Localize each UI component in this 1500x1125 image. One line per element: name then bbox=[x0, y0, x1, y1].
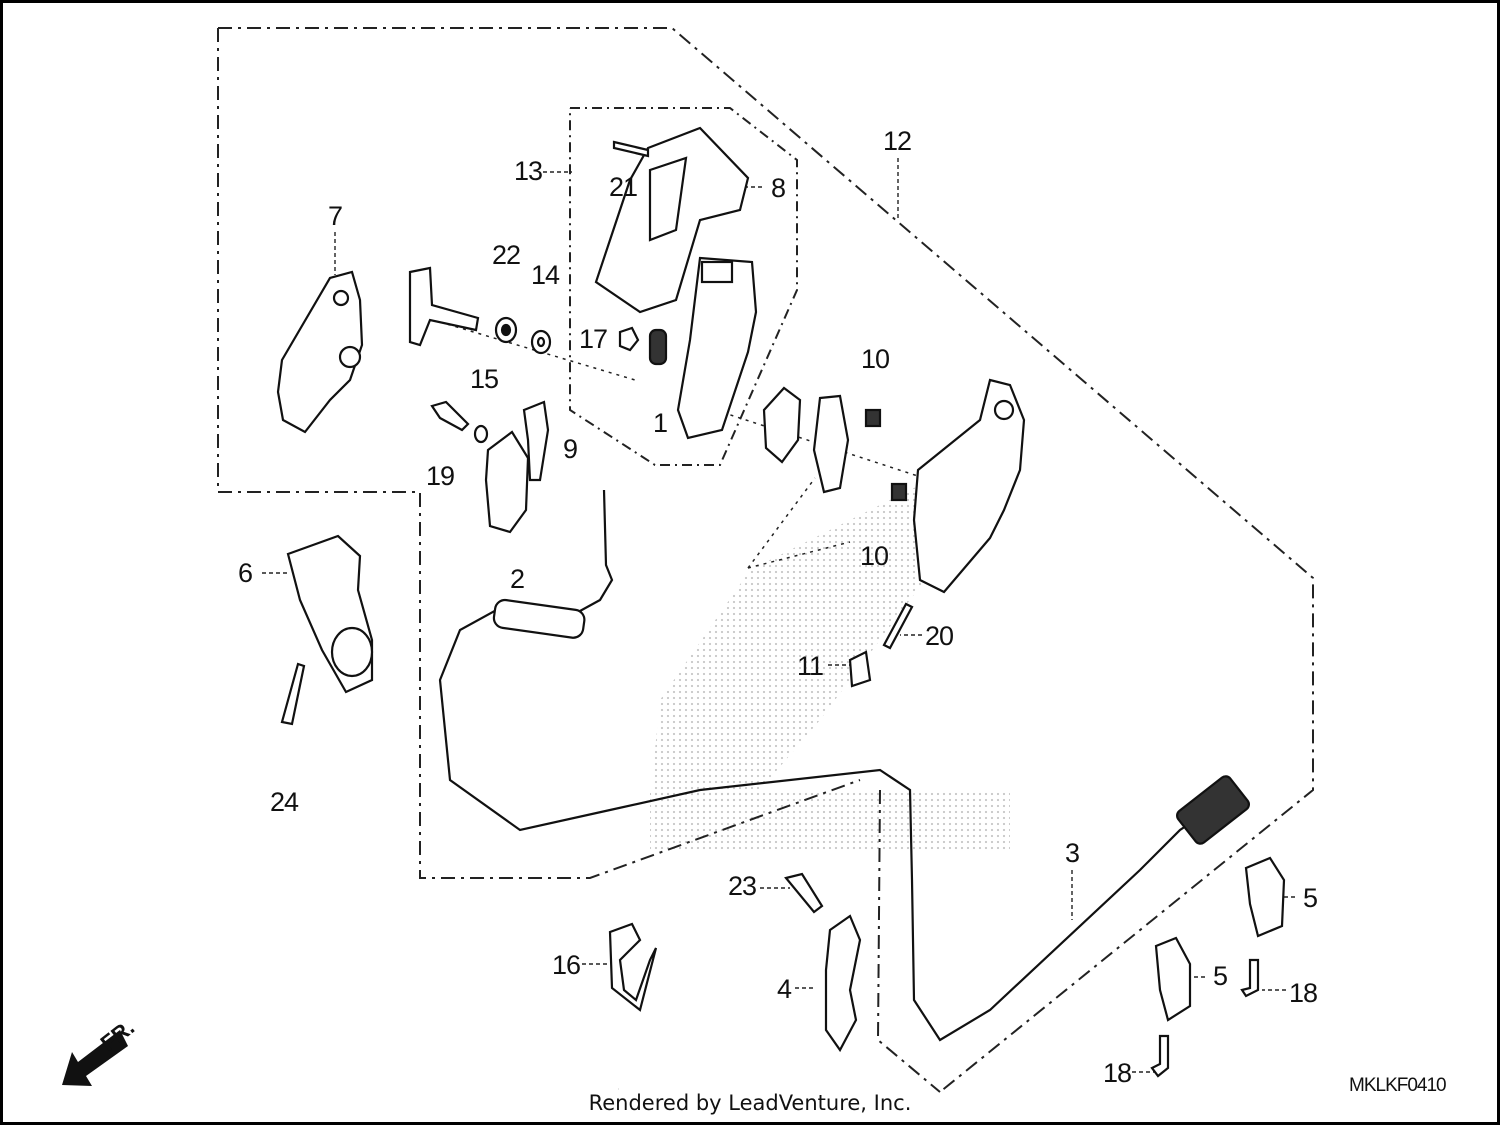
part-3-cable[interactable] bbox=[438, 489, 1241, 1042]
callout-10a[interactable]: 10 bbox=[861, 344, 890, 374]
part-cam[interactable] bbox=[762, 386, 802, 464]
part-7-bracket[interactable] bbox=[276, 270, 364, 434]
part-2-cover[interactable] bbox=[484, 430, 530, 534]
callout-17[interactable]: 17 bbox=[579, 324, 608, 354]
part-21-pin[interactable] bbox=[612, 140, 650, 158]
callout-4[interactable]: 4 bbox=[777, 974, 793, 1004]
callout-18b[interactable]: 18 bbox=[1103, 1058, 1132, 1088]
callout-24[interactable]: 24 bbox=[270, 787, 300, 817]
sub-assembly-outline bbox=[569, 107, 798, 466]
watermark-logo bbox=[650, 480, 1010, 850]
part-19-bolt[interactable] bbox=[430, 400, 470, 432]
part-pin[interactable] bbox=[408, 266, 480, 347]
part-15-washer[interactable] bbox=[473, 424, 489, 444]
callout-9[interactable]: 9 bbox=[563, 434, 578, 464]
callout-11[interactable]: 11 bbox=[797, 651, 824, 681]
callout-6[interactable]: 6 bbox=[238, 558, 253, 588]
callout-8[interactable]: 8 bbox=[771, 173, 786, 203]
part-20-bolt[interactable] bbox=[882, 602, 914, 650]
part-4-stay[interactable] bbox=[824, 914, 862, 1053]
callout-5b[interactable]: 5 bbox=[1213, 961, 1228, 991]
callout-7[interactable]: 7 bbox=[328, 201, 343, 231]
callout-10b[interactable]: 10 bbox=[860, 541, 889, 571]
part-24-bolt[interactable] bbox=[280, 662, 306, 726]
callout-13[interactable]: 13 bbox=[514, 156, 543, 186]
part-9-plate[interactable] bbox=[522, 400, 550, 482]
part-spring[interactable] bbox=[648, 328, 668, 366]
callout-16[interactable]: 16 bbox=[552, 950, 581, 980]
callout-12[interactable]: 12 bbox=[883, 126, 912, 156]
part-5-guide-left[interactable] bbox=[1154, 936, 1192, 1022]
callout-1[interactable]: 1 bbox=[653, 408, 668, 438]
front-direction-arrow: FR. bbox=[62, 1014, 139, 1086]
render-credit: Rendered by LeadVenture, Inc. bbox=[588, 1091, 912, 1115]
callout-19[interactable]: 19 bbox=[426, 461, 455, 491]
callout-15[interactable]: 15 bbox=[470, 364, 499, 394]
part-17-nut[interactable] bbox=[618, 326, 640, 352]
part-16-clamp[interactable] bbox=[608, 922, 658, 1012]
part-12-housing[interactable] bbox=[912, 378, 1026, 594]
callout-14[interactable]: 14 bbox=[531, 260, 561, 290]
callout-18a[interactable]: 18 bbox=[1289, 978, 1318, 1008]
part-5-guide-right[interactable] bbox=[1244, 856, 1286, 938]
callout-20[interactable]: 20 bbox=[925, 621, 954, 651]
part-11-clip[interactable] bbox=[848, 650, 872, 688]
part-1-latch[interactable] bbox=[676, 256, 758, 440]
callout-2[interactable]: 2 bbox=[510, 564, 525, 594]
callout-22[interactable]: 22 bbox=[492, 240, 521, 270]
callout-23[interactable]: 23 bbox=[728, 871, 757, 901]
callout-labels: 1234556789101011121314151617181819202122… bbox=[238, 126, 1318, 1088]
callout-21[interactable]: 21 bbox=[609, 172, 638, 202]
part-23-bolt[interactable] bbox=[784, 872, 824, 914]
leader-lines bbox=[262, 158, 1295, 1073]
callout-3[interactable]: 3 bbox=[1065, 838, 1080, 868]
part-10-spring-upper[interactable] bbox=[864, 408, 882, 428]
assembly-outline bbox=[217, 27, 1314, 1093]
part-10-spring-lower[interactable] bbox=[890, 482, 908, 502]
callout-5a[interactable]: 5 bbox=[1303, 883, 1318, 913]
part-18-bolt-lower[interactable] bbox=[1150, 1034, 1170, 1078]
diagram-code: MKLKF0410 bbox=[1349, 1075, 1447, 1096]
part-lever[interactable] bbox=[812, 394, 850, 494]
part-18-bolt-right[interactable] bbox=[1240, 958, 1260, 998]
